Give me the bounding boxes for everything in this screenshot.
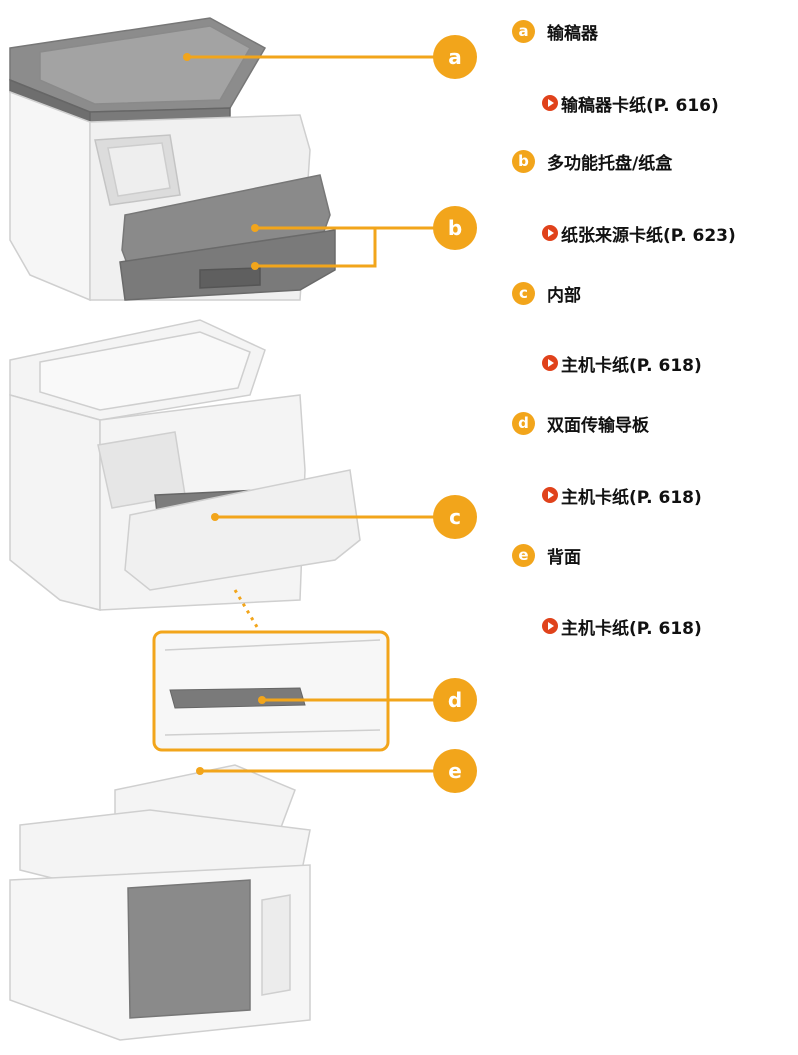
- callout-c: c: [433, 495, 477, 539]
- letter-badge: d: [512, 411, 535, 435]
- legend-item-b: b 多功能托盘/纸盒: [512, 148, 672, 174]
- link-paper-source-jam[interactable]: 纸张来源卡纸(P. 623): [542, 220, 736, 246]
- callout-b: b: [433, 206, 477, 250]
- link-main-unit-jam-c[interactable]: 主机卡纸(P. 618): [542, 350, 702, 376]
- legend-item-c: c 内部: [512, 280, 581, 306]
- legend-item-d: d 双面传输导板: [512, 410, 649, 436]
- svg-text:d: d: [448, 688, 462, 712]
- link-adf-jam[interactable]: 输稿器卡纸(P. 616): [542, 90, 719, 116]
- callout-d: d: [433, 678, 477, 722]
- printer-illustration: a b c d e: [9, 17, 477, 1041]
- detail-inset-d: [152, 589, 390, 752]
- arrow-right-icon: [542, 618, 558, 634]
- legend-label: 背面: [547, 547, 581, 568]
- legend-item-a: a 输稿器: [512, 18, 598, 44]
- arrow-right-icon: [542, 487, 558, 503]
- link-text[interactable]: 主机卡纸(P. 618): [561, 355, 702, 376]
- svg-text:e: e: [448, 759, 462, 783]
- letter-badge: a: [512, 19, 535, 43]
- legend-label: 双面传输导板: [547, 415, 649, 436]
- printer-open-view: [9, 319, 361, 611]
- letter-badge: e: [512, 543, 535, 567]
- callout-lines: [187, 55, 452, 773]
- svg-text:c: c: [449, 505, 461, 529]
- letter-badge: c: [512, 281, 535, 305]
- svg-text:a: a: [448, 45, 462, 69]
- link-text[interactable]: 主机卡纸(P. 618): [561, 618, 702, 639]
- legend-label: 多功能托盘/纸盒: [547, 153, 673, 174]
- link-text[interactable]: 输稿器卡纸(P. 616): [561, 95, 719, 116]
- link-text[interactable]: 纸张来源卡纸(P. 623): [561, 225, 736, 246]
- link-main-unit-jam-e[interactable]: 主机卡纸(P. 618): [542, 613, 702, 639]
- link-text[interactable]: 主机卡纸(P. 618): [561, 487, 702, 508]
- letter-badge: b: [512, 149, 535, 173]
- arrow-right-icon: [542, 355, 558, 371]
- arrow-right-icon: [542, 95, 558, 111]
- legend-label: 内部: [547, 285, 581, 306]
- callout-a: a: [433, 35, 477, 79]
- callout-dots: [183, 53, 266, 775]
- printer-rear-view: [9, 764, 311, 1041]
- callout-e: e: [433, 749, 477, 793]
- printer-front-view: [9, 17, 336, 302]
- arrow-right-icon: [542, 225, 558, 241]
- link-main-unit-jam-d[interactable]: 主机卡纸(P. 618): [542, 482, 702, 508]
- legend-label: 输稿器: [547, 23, 598, 44]
- svg-text:b: b: [448, 216, 462, 240]
- legend-item-e: e 背面: [512, 542, 581, 568]
